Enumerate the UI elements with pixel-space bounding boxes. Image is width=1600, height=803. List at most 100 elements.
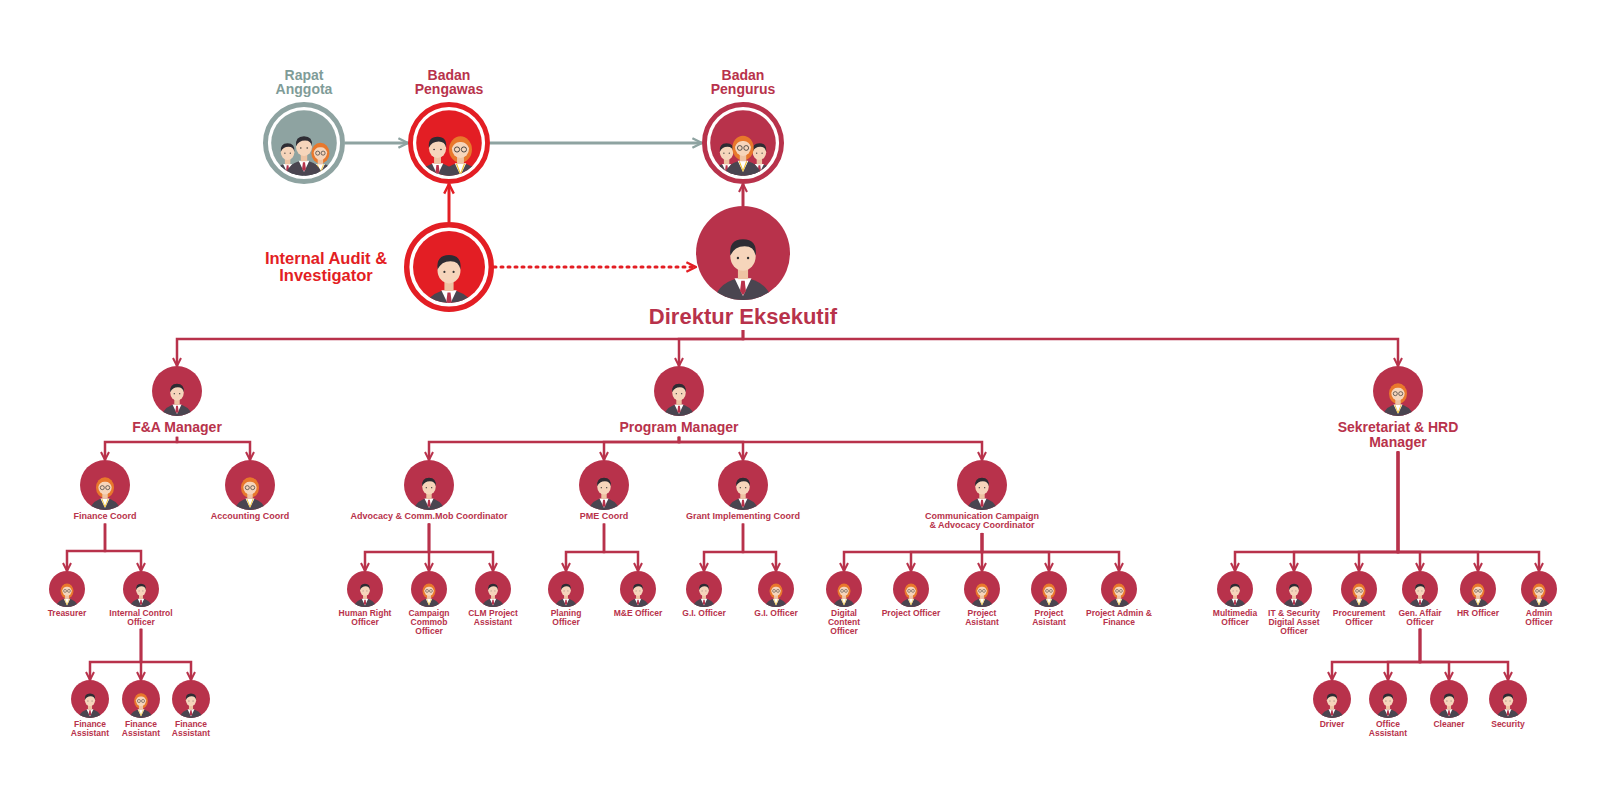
head [1415, 585, 1425, 596]
hair [1534, 584, 1544, 591]
person-figure [161, 384, 193, 420]
tie [140, 600, 142, 606]
tie [1331, 710, 1333, 716]
avatar-disc [1460, 571, 1496, 607]
shirt [299, 161, 310, 172]
hair [422, 478, 436, 487]
tie [1293, 600, 1295, 606]
person-figure [713, 239, 774, 308]
glasses [245, 486, 249, 490]
eye [433, 149, 435, 151]
avatar-disc [1217, 571, 1253, 607]
eye [737, 257, 739, 259]
hair [977, 584, 987, 591]
reporting-line [428, 523, 431, 571]
glasses [1399, 392, 1403, 396]
shirt [426, 599, 432, 606]
avatar-people [353, 584, 376, 610]
reporting-line [742, 184, 745, 206]
hair [736, 478, 750, 487]
role-label: Human Right Officer [334, 609, 396, 627]
person-figure [554, 584, 577, 610]
person-figure [234, 477, 266, 514]
avatar-disc [172, 680, 210, 718]
role-label: Accounting Coord [195, 512, 305, 521]
lanyard [456, 164, 464, 174]
lanyard [1395, 405, 1401, 413]
lanyard [774, 599, 779, 605]
shirt [1291, 599, 1297, 606]
org-node: Procurement Officer [1324, 571, 1394, 627]
reporting-line [743, 523, 776, 571]
role-label: Digital Content Officer [819, 609, 869, 636]
glasses [776, 589, 779, 592]
reporting-line [365, 523, 429, 571]
glasses [100, 486, 104, 490]
head [977, 585, 987, 596]
person-figure [626, 584, 649, 610]
tie [364, 600, 366, 606]
shirt [1505, 709, 1512, 716]
role-label: Project Officer [881, 609, 941, 618]
shirt [64, 599, 70, 606]
shirt [1417, 599, 1423, 606]
head [839, 585, 849, 596]
avatar-ring [265, 104, 342, 181]
hair-back [770, 583, 783, 598]
hair [85, 693, 95, 699]
head [488, 585, 498, 596]
role-label: Internal Control Officer [99, 609, 184, 627]
eye [567, 590, 569, 592]
shirt [600, 498, 609, 507]
hair [720, 143, 734, 152]
eye [1505, 700, 1507, 702]
eye [431, 487, 432, 488]
avatar-disc [123, 571, 159, 607]
avatar-disc [718, 460, 768, 510]
hair-back [1533, 583, 1546, 598]
hair [1415, 584, 1425, 590]
tie [602, 500, 605, 508]
hair [1444, 693, 1454, 699]
role-label: Treasurer [32, 609, 102, 618]
hair-back [423, 583, 436, 598]
person-figure [421, 255, 476, 317]
avatar-people [1282, 584, 1305, 610]
avatar-disc [80, 460, 130, 510]
head [1534, 585, 1544, 596]
hair [1354, 584, 1364, 591]
hair [1327, 693, 1337, 699]
avatar-icon [263, 102, 345, 184]
glasses [1475, 589, 1478, 592]
avatar-people [421, 255, 476, 317]
hair [360, 584, 370, 590]
role-label: Cleaner [1422, 720, 1477, 729]
lanyard [1117, 599, 1122, 605]
hair [561, 584, 571, 590]
avatar-people [554, 584, 577, 610]
role-label: Project Asistant [952, 609, 1012, 627]
lanyard [139, 710, 144, 716]
head [771, 585, 781, 596]
org-node: Internal Control Officer [99, 571, 184, 627]
org-node: Badan Pengawas [404, 68, 494, 184]
person-figure [129, 693, 154, 721]
org-node: Campaign Commob Officer [402, 571, 457, 636]
hair [424, 584, 434, 591]
person-figure [1466, 583, 1489, 610]
glasses [1119, 589, 1122, 592]
glasses [426, 589, 429, 592]
eye [701, 590, 703, 592]
reporting-line [743, 330, 1398, 366]
role-label: Finance Assistant [114, 720, 169, 738]
avatar-people [1376, 693, 1401, 721]
shirt [701, 599, 707, 606]
hair-back [1472, 583, 1485, 598]
avatar-people [481, 584, 504, 610]
avatar-disc [1521, 571, 1557, 607]
avatar-icon [758, 571, 794, 607]
eye [440, 149, 442, 151]
reporting-line [1398, 451, 1478, 571]
role-label: Campaign Commob Officer [402, 609, 457, 636]
glasses [908, 589, 911, 592]
